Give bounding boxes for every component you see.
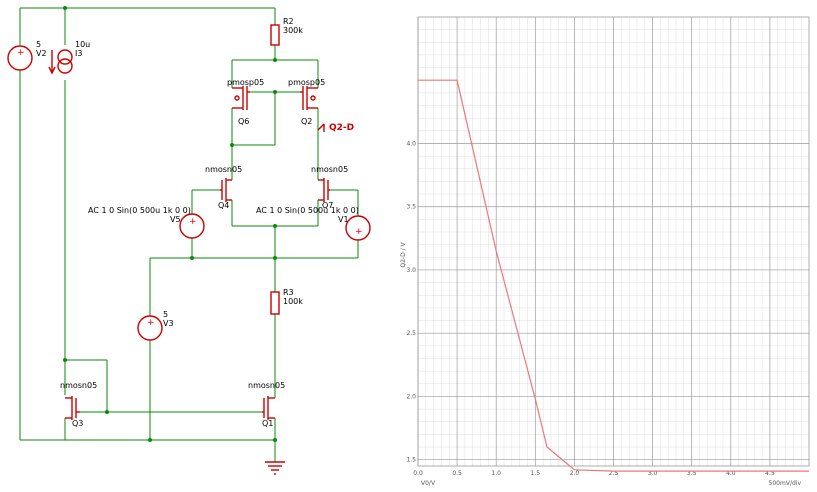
v3-value: 5 <box>163 310 168 319</box>
v2-name: V2 <box>36 49 47 58</box>
q1-model: nmosn05 <box>248 381 285 390</box>
voltage-source-v5: + AC 1 0 Sin(0 500u 1k 0 0) V5 <box>88 206 205 239</box>
v3-name: V3 <box>163 319 174 328</box>
q4-name: Q4 <box>218 201 229 210</box>
v1-name: V1 <box>338 215 349 224</box>
resistor-r2: R2 300k <box>270 17 303 46</box>
y-tick-label: 1.5 <box>406 457 416 464</box>
nmos-q4: nmosn05 Q4 <box>205 165 242 210</box>
i3-value: 10u <box>75 40 90 49</box>
nmos-q7: nmosn05 Q7 <box>311 165 348 210</box>
y-axis-label: Q2-D / V <box>400 241 407 267</box>
x-tick-label: 3.0 <box>648 470 658 477</box>
y-tick-label: 4.0 <box>406 140 416 147</box>
plot-frame <box>417 16 810 467</box>
current-source-i3: 10u I3 <box>48 40 90 75</box>
q7-name: Q7 <box>322 201 333 210</box>
v5-name: V5 <box>170 215 181 224</box>
x-tick-label: 4.5 <box>765 470 775 477</box>
series-line <box>418 79 809 472</box>
resistor-r3: R3 100k <box>270 288 303 315</box>
probe-label: Q2-D <box>329 123 354 133</box>
q6-model: pmosp05 <box>227 78 264 87</box>
x-tick-label: 2.5 <box>609 470 619 477</box>
voltage-source-v3: + 5 V3 <box>137 310 174 341</box>
r2-name: R2 <box>283 17 294 26</box>
x-tick-label: 0.0 <box>413 470 423 477</box>
x-axis-label: V0/V <box>421 480 436 487</box>
nmos-q3: nmosn05 Q3 <box>60 381 97 428</box>
q3-name: Q3 <box>72 419 83 428</box>
x-div-label: 500mV/div <box>769 480 802 487</box>
q3-model: nmosn05 <box>60 381 97 390</box>
voltage-source-v1: + AC 1 0 Sin(0 500u 1k 0 0) V1 <box>256 206 371 241</box>
y-tick-labels: 1.5 2.0 2.5 3.0 3.5 4.0 <box>406 140 416 463</box>
x-tick-label: 0.5 <box>452 470 462 477</box>
v1-spec: AC 1 0 Sin(0 500u 1k 0 0) <box>256 206 359 215</box>
plot-traces <box>418 79 809 472</box>
x-tick-labels: 0.0 0.5 1.0 1.5 2.0 2.5 3.0 3.5 4.0 4.5 <box>413 470 775 477</box>
v2-value: 5 <box>36 40 41 49</box>
svg-text:+: + <box>355 227 363 237</box>
dc-sweep-plot: 0.0 0.5 1.0 1.5 2.0 2.5 3.0 3.5 4.0 4.5 1.5 2.0 2.5… <box>400 16 810 487</box>
probe-q2-d: Q2-D <box>317 123 354 133</box>
nmos-q1: nmosn05 Q1 <box>248 381 285 428</box>
svg-text:+: + <box>147 318 155 328</box>
y-tick-label: 2.5 <box>406 330 416 337</box>
grid-major <box>417 17 809 466</box>
x-tick-label: 3.5 <box>687 470 697 477</box>
svg-text:+: + <box>189 217 197 227</box>
v5-spec: AC 1 0 Sin(0 500u 1k 0 0) <box>88 206 191 215</box>
pmos-q2: pmosp05 Q2 <box>288 78 325 126</box>
q6-name: Q6 <box>238 117 249 126</box>
svg-text:+: + <box>17 48 25 58</box>
q7-model: nmosn05 <box>311 165 348 174</box>
i3-name: I3 <box>75 49 82 58</box>
q2-name: Q2 <box>301 117 312 126</box>
ground-symbol <box>265 461 285 475</box>
q2-model: pmosp05 <box>288 78 325 87</box>
y-tick-label: 3.5 <box>406 204 416 211</box>
junction-dots <box>63 6 277 442</box>
x-tick-label: 1.5 <box>531 470 541 477</box>
circuit-schematic: + 5 V2 10u I3 R2 300k pmosp05 Q6 pmosp05 <box>7 6 371 475</box>
pmos-q6: pmosp05 Q6 <box>227 78 264 126</box>
x-tick-label: 2.0 <box>570 470 580 477</box>
x-tick-label: 4.0 <box>726 470 736 477</box>
voltage-source-v2: + 5 V2 <box>7 40 47 71</box>
r3-name: R3 <box>283 288 294 297</box>
y-tick-label: 2.0 <box>406 393 416 400</box>
r2-value: 300k <box>283 26 303 35</box>
wires <box>19 7 359 462</box>
r3-value: 100k <box>283 297 303 306</box>
q4-model: nmosn05 <box>205 165 242 174</box>
q1-name: Q1 <box>262 419 273 428</box>
x-tick-label: 1.0 <box>491 470 501 477</box>
y-tick-label: 3.0 <box>406 267 416 274</box>
